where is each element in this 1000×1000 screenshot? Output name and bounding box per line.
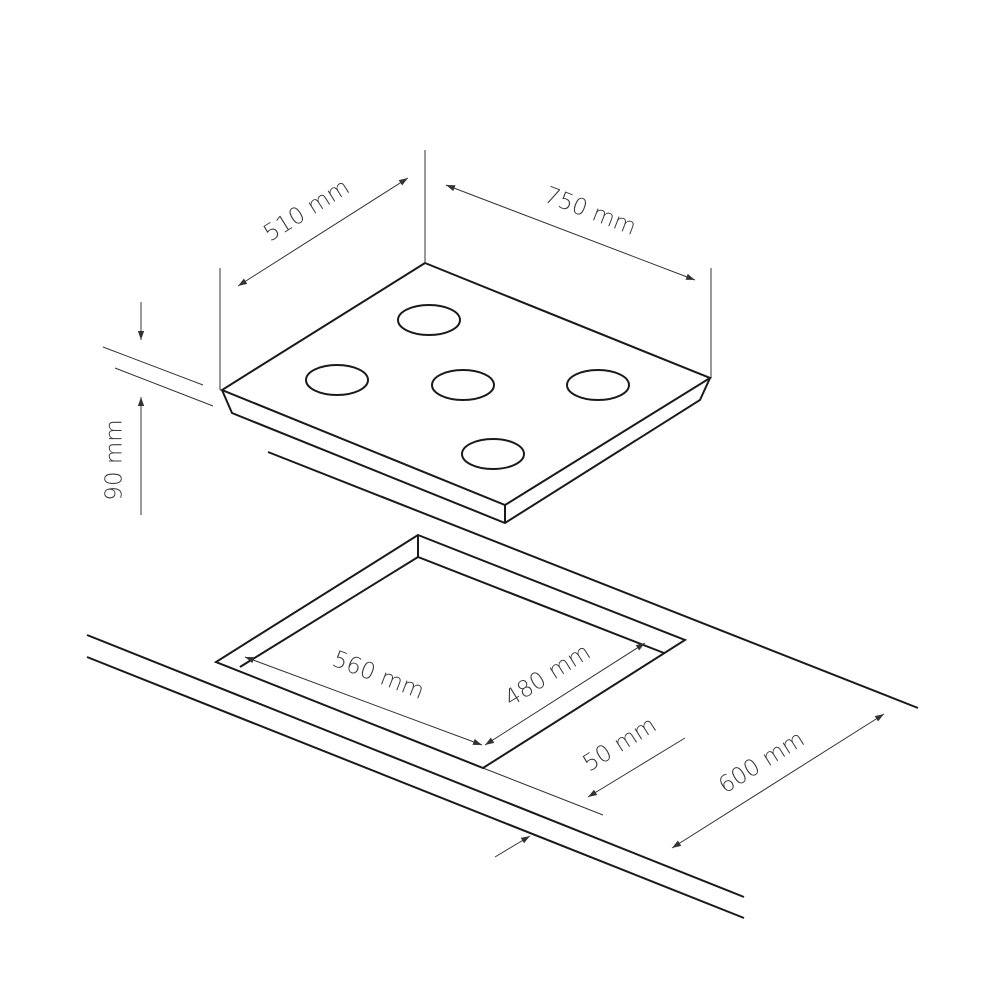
cutout-width-label: 560 mm bbox=[329, 646, 428, 705]
burner bbox=[397, 304, 461, 336]
hob-width-label: 750 mm bbox=[541, 182, 640, 241]
cutout-depth-label: 480 mm bbox=[500, 639, 595, 712]
extension-lines bbox=[102, 150, 712, 816]
burner bbox=[461, 438, 525, 470]
hob-depth-label: 510 mm bbox=[259, 174, 354, 247]
front-margin-label: 50 mm bbox=[578, 712, 661, 777]
hob-height-label: 90 mm bbox=[102, 419, 128, 500]
dimension-arrows bbox=[137, 177, 885, 858]
countertop bbox=[86, 451, 919, 919]
counter-depth-label: 600 mm bbox=[714, 726, 809, 799]
cutout-inner-edge bbox=[239, 555, 665, 668]
burner bbox=[566, 369, 630, 401]
burner bbox=[305, 364, 369, 396]
hob bbox=[219, 261, 713, 525]
cutout bbox=[213, 533, 688, 770]
burner bbox=[431, 369, 495, 401]
hob-top-surface bbox=[219, 261, 713, 507]
